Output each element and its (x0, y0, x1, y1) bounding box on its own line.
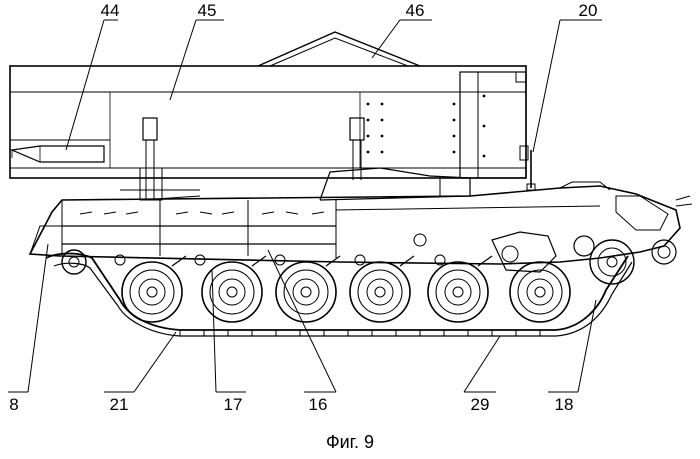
launcher-supports (120, 117, 471, 201)
road-wheel (349, 261, 411, 323)
leader-lines (8, 19, 602, 393)
callout-46: 46 (406, 1, 425, 20)
callout-18: 18 (555, 395, 574, 414)
road-wheel (201, 261, 263, 323)
road-wheel (509, 261, 571, 323)
road-wheel (275, 261, 337, 323)
return-roller (354, 254, 366, 266)
launcher-package (9, 31, 529, 179)
return-roller (114, 254, 126, 266)
callout-20: 20 (579, 1, 598, 20)
callout-29: 29 (471, 395, 490, 414)
figure-caption: Фиг. 9 (326, 432, 374, 452)
return-roller (274, 254, 286, 266)
track (45, 249, 633, 337)
road-wheel (427, 261, 489, 323)
drive-assembly (491, 231, 677, 285)
callout-21: 21 (110, 395, 129, 414)
road-wheel (121, 261, 183, 323)
road-wheels (114, 254, 571, 323)
callout-16: 16 (309, 395, 328, 414)
callout-45: 45 (198, 1, 217, 20)
hull (28, 181, 693, 265)
callout-17: 17 (224, 395, 243, 414)
callout-44: 44 (101, 1, 120, 20)
callout-labels: 44 45 46 20 8 21 17 16 29 18 (9, 1, 597, 414)
return-roller (434, 254, 446, 266)
return-roller (194, 254, 206, 266)
callout-8: 8 (9, 395, 18, 414)
